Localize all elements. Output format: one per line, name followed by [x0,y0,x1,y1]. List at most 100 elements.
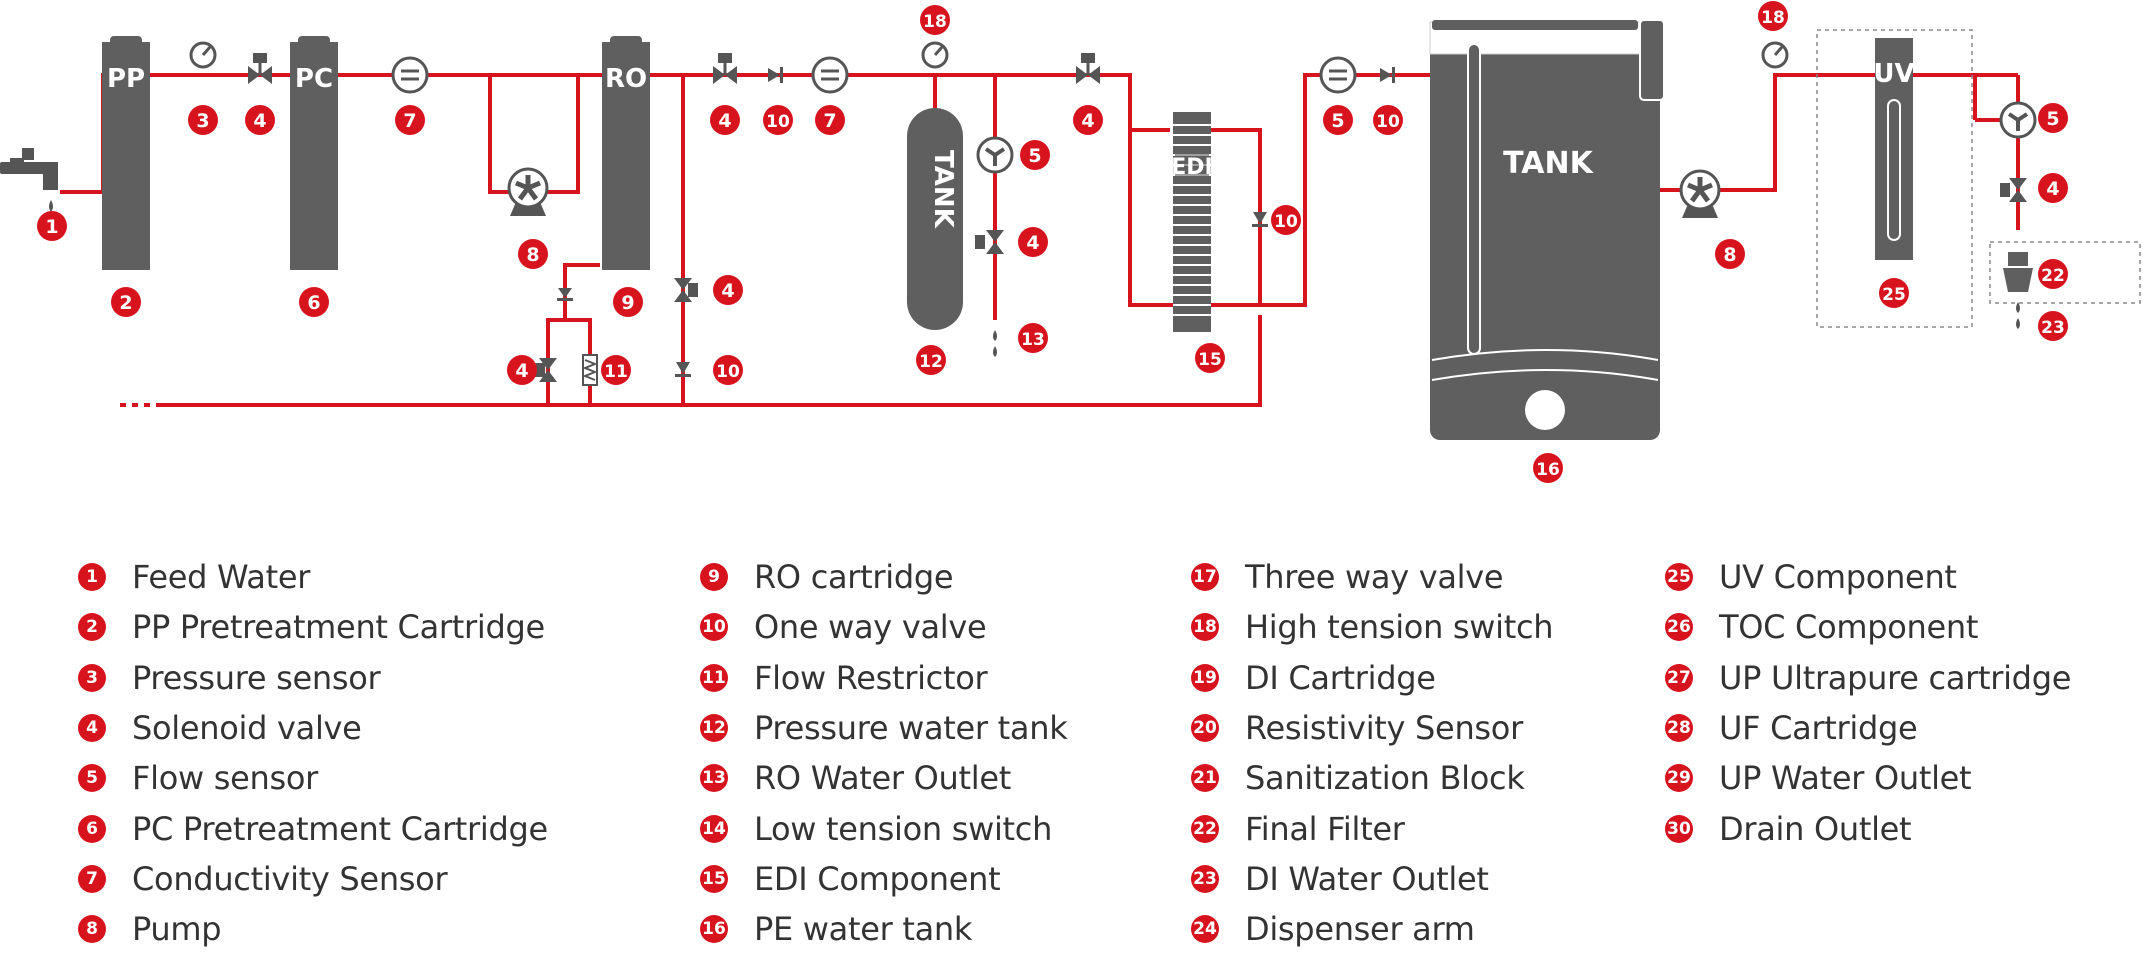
flow-restrictor-icon [582,354,598,386]
diagram-badge: 5 [1020,140,1050,170]
diagram-badge: 8 [518,239,548,269]
diagram-badge-number: 10 [1274,212,1298,232]
diagram-badge-number: 13 [1021,330,1045,350]
pc-label: PC [295,64,333,94]
diagram-badge-number: 8 [1723,244,1736,266]
diagram-badge: 1 [37,211,67,241]
pc-cartridge: PC [290,36,338,270]
one-way-valve-icon [557,288,573,301]
one-way-valve-icon [675,362,691,377]
diagram-badge-number: 25 [1882,285,1906,305]
diagram-badge-number: 2 [119,292,132,314]
diagram-badge-number: 10 [716,362,740,382]
conductivity-sensor-icon [1319,56,1357,94]
diagram-badge: 23 [2038,311,2068,341]
diagram-badge-number: 4 [253,110,266,132]
diagram-badge: 3 [188,105,218,135]
pp-label: PP [107,64,145,94]
diagram-badge-number: 12 [919,352,943,372]
solenoid-valve-icon [248,53,272,84]
diagram-badge: 8 [1715,239,1745,269]
diagram-badge: 9 [613,287,643,317]
diagram-badge-number: 7 [403,110,416,132]
one-way-valve-icon [1252,212,1268,227]
diagram-badge-number: 5 [1028,145,1041,167]
conductivity-sensor-icon [811,56,849,94]
diagram-badge: 15 [1195,343,1225,373]
diagram-badge: 4 [713,275,743,305]
diagram-badge-number: 5 [2046,108,2059,130]
pump-icon [1679,169,1721,218]
diagram-badge-number: 4 [2046,178,2059,200]
diagram-badge-number: 3 [196,110,209,132]
solenoid-valve-icon [1076,53,1100,84]
diagram-badge: 10 [713,355,743,385]
solenoid-valve-icon [975,230,1004,254]
final-filter [1989,241,2141,304]
diagram-badge-number: 4 [718,110,731,132]
diagram-badge-number: 9 [621,292,634,314]
diagram-badge: 7 [395,105,425,135]
edi-component: EDI [1171,112,1213,332]
diagram-badge: 18 [1758,1,1788,31]
diagram-badge-number: 8 [526,244,539,266]
uv-label: UV [1873,59,1914,89]
diagram-badge: 10 [763,105,793,135]
flow-sensor-icon [976,136,1014,174]
diagram-badge: 25 [1879,278,1909,308]
diagram-badge: 4 [1073,105,1103,135]
diagram-badge: 11 [601,355,631,385]
pressure-tank-label: TANK [928,150,958,229]
diagram-badge: 5 [2038,103,2068,133]
diagram-badge: 13 [1018,323,1048,353]
diagram-badge-number: 1 [45,216,58,238]
high-tension-switch-icon [921,41,949,69]
diagram-badge-number: 22 [2041,266,2065,286]
diagram-badge: 12 [916,345,946,375]
diagram-badge-number: 4 [1026,232,1039,254]
water-drop-icon [993,330,997,357]
diagram-badge: 10 [1373,105,1403,135]
edi-label: EDI [1171,155,1212,180]
diagram-badge: 4 [245,105,275,135]
one-way-valve-icon [768,67,783,83]
flow-sensor-icon [1999,101,2037,139]
diagram-badge: 10 [1271,205,1301,235]
high-tension-switch-icon [1761,41,1789,69]
pe-water-tank: TANK [1429,19,1665,440]
diagram-badge: 4 [1018,227,1048,257]
pressure-sensor-icon [189,41,217,69]
pe-tank-label: TANK [1503,146,1594,181]
uv-component: UV [1816,29,1973,328]
solenoid-valve-icon [2000,178,2027,202]
diagram-badge-number: 5 [1331,110,1344,132]
diagram-badge: 6 [299,287,329,317]
pump-icon [507,167,549,216]
ro-label: RO [605,64,647,94]
diagram-badge-number: 7 [823,110,836,132]
feed-water-tap-icon [0,148,58,212]
diagram-badge-number: 6 [307,292,320,314]
conductivity-sensor-icon [391,56,429,94]
diagram-badge-number: 16 [1536,460,1560,480]
diagram-badge-number: 4 [1081,110,1094,132]
diagram-badge-number: 11 [604,362,628,382]
diagram-badge-number: 18 [1761,8,1785,28]
diagram-badge: 7 [815,105,845,135]
diagram-badge: 4 [2038,173,2068,203]
one-way-valve-icon [1380,67,1395,83]
diagram-badge-number: 10 [1376,112,1400,132]
diagram-badge: 4 [507,355,537,385]
diagram-badge: 2 [111,287,141,317]
diagram-badge-number: 10 [766,112,790,132]
diagram-badge: 18 [920,5,950,35]
solenoid-valve-icon [674,278,698,302]
diagram-badge: 4 [710,105,740,135]
water-drop-icon [2016,302,2020,329]
solenoid-valve-icon [535,358,557,382]
diagram-badge-number: 23 [2041,318,2065,338]
solenoid-valve-icon [713,53,737,84]
ro-cartridge: RO [602,36,650,270]
